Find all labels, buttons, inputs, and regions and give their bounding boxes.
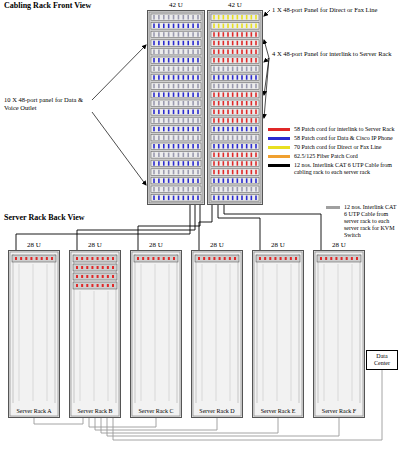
- rack-name: Server Rack F: [314, 408, 364, 415]
- box-label: Data Center: [368, 353, 396, 367]
- legend-item: 58 Patch cord for interlink to Server Ra…: [268, 126, 398, 133]
- equipment-rack: 28 UServer Rack C: [130, 250, 182, 418]
- equipment-rack: 42 U: [207, 10, 263, 205]
- cable-connector: [199, 205, 212, 250]
- rack-units: 28 U: [192, 241, 242, 249]
- equipment-rack: 42 U: [147, 10, 205, 205]
- rack-illustration: [9, 251, 59, 417]
- rack-name: Server Rack A: [9, 408, 59, 415]
- legend-swatch: [326, 206, 340, 209]
- rack-illustration: [208, 11, 262, 204]
- rack-units: 28 U: [131, 241, 181, 249]
- rack-name: Server Rack B: [70, 408, 120, 415]
- legend-item: 58 Patch cord for Data & Cisco IP Phone: [268, 135, 398, 142]
- rack-name: Server Rack E: [253, 408, 303, 415]
- legend: 58 Patch cord for interlink to Server Ra…: [268, 126, 398, 176]
- legend-item: 70 Patch cord for Direct or Fax Line: [268, 144, 398, 151]
- cable-connector: [224, 205, 321, 250]
- legend-swatch: [268, 164, 290, 167]
- cable-connector: [16, 205, 190, 250]
- legend-text: 58 Patch cord for Data & Cisco IP Phone: [294, 135, 393, 142]
- legend-text: 70 Patch cord for Direct or Fax Line: [294, 144, 381, 151]
- equipment-rack: 28 UServer Rack F: [313, 250, 365, 418]
- equipment-rack: 28 UServer Rack A: [8, 250, 60, 418]
- site-box: Data Center: [366, 350, 398, 370]
- legend-item: 12 nos. Interlink CAT 6 UTP Cable from c…: [268, 162, 398, 176]
- rack-units: 42 U: [208, 1, 262, 9]
- section-title: Server Rack Back View: [4, 213, 124, 222]
- legend-text: 12 nos. Interlink CAT 6 UTP Cable from c…: [294, 162, 398, 176]
- equipment-rack: 28 UServer Rack D: [191, 250, 243, 418]
- equipment-rack: 28 UServer Rack B: [69, 250, 121, 418]
- rack-illustration: [131, 251, 181, 417]
- legend-item: 12 nos. Interlink CAT 6 UTP Cable from s…: [326, 204, 398, 239]
- callout-text: 4 X 48-port Panel for interlink to Serve…: [272, 50, 398, 58]
- legend-item: 62.5/125 Fiber Patch Cord: [268, 153, 398, 160]
- rack-units: 42 U: [148, 1, 204, 9]
- cable-connector: [107, 418, 339, 436]
- legend-swatch: [268, 146, 290, 149]
- legend: 12 nos. Interlink CAT 6 UTP Cable from s…: [326, 204, 398, 239]
- equipment-rack: 28 UServer Rack E: [252, 250, 304, 418]
- rack-illustration: [70, 251, 120, 417]
- rack-units: 28 U: [314, 241, 364, 249]
- legend-swatch: [268, 155, 290, 158]
- callout-text: 1 X 48-port Panel for Direct or Fax Line: [272, 6, 398, 14]
- rack-illustration: [253, 251, 303, 417]
- rack-illustration: [148, 11, 204, 204]
- cable-connector: [89, 418, 156, 427]
- rack-units: 28 U: [9, 241, 59, 249]
- rack-units: 28 U: [70, 241, 120, 249]
- rack-illustration: [314, 251, 364, 417]
- rack-name: Server Rack C: [131, 408, 181, 415]
- rack-illustration: [192, 251, 242, 417]
- legend-text: 58 Patch cord for interlink to Server Ra…: [294, 126, 394, 133]
- legend-swatch: [268, 137, 290, 140]
- rack-name: Server Rack D: [192, 408, 242, 415]
- legend-swatch: [268, 128, 290, 131]
- legend-text: 12 nos. Interlink CAT 6 UTP Cable from s…: [344, 204, 398, 239]
- section-title: Cabling Rack Front View: [4, 1, 144, 10]
- callout-text: 10 X 48-port panel for Data & Voice Outl…: [4, 96, 90, 111]
- legend-text: 62.5/125 Fiber Patch Cord: [294, 153, 358, 160]
- rack-units: 28 U: [253, 241, 303, 249]
- cable-connector: [34, 418, 83, 424]
- cable-connector: [101, 418, 278, 433]
- cable-connector: [138, 205, 200, 250]
